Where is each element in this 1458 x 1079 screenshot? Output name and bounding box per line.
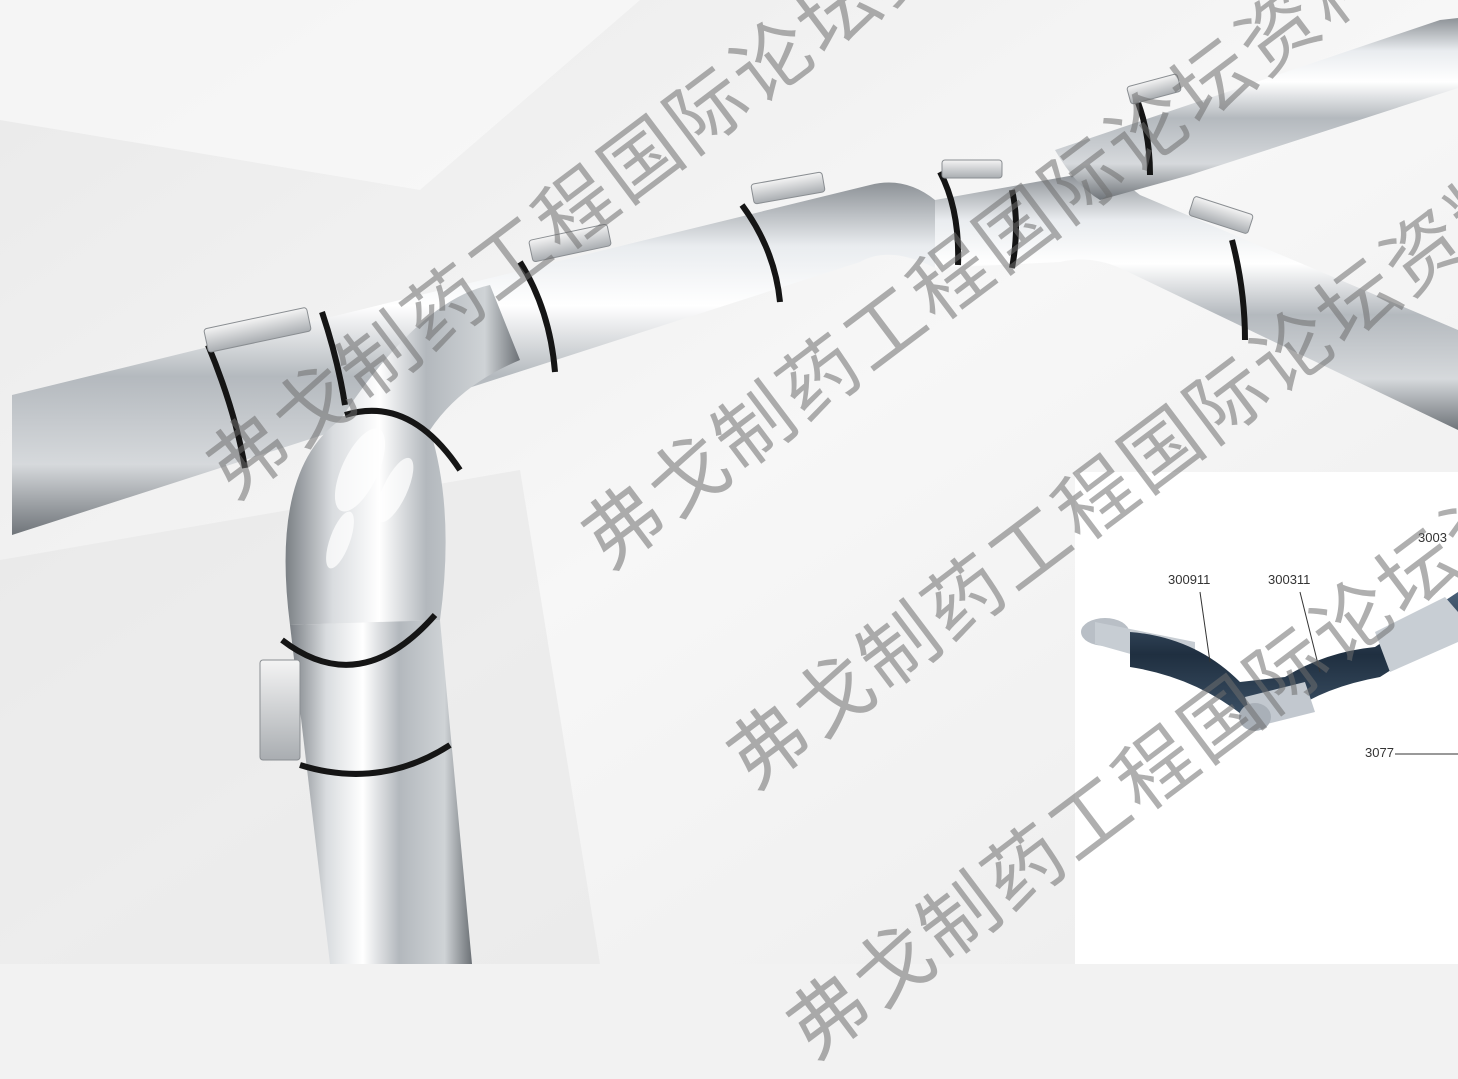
- clamp-block: [1126, 73, 1182, 105]
- clamp-block: [750, 171, 826, 205]
- background-facet: [0, 0, 640, 190]
- inset-pipe: [1375, 597, 1458, 672]
- upper-right-branch: [1055, 18, 1458, 200]
- inset-dark-pipe: [1130, 592, 1458, 717]
- clamp-ring: [1229, 239, 1248, 341]
- inset-illustration: [1081, 591, 1458, 755]
- clamp-block: [259, 659, 301, 761]
- inset-pipe-end: [1239, 703, 1271, 731]
- clamp-ring: [739, 203, 783, 303]
- clamp-ring: [517, 260, 558, 373]
- main-pipe-right: [935, 174, 1458, 430]
- clamp-block: [203, 307, 312, 353]
- callout-line: [1299, 591, 1321, 673]
- clamp-ring: [299, 742, 452, 777]
- clamp-block: [1188, 196, 1254, 234]
- clamp-block: [528, 223, 612, 263]
- part-label: 300911: [1168, 572, 1211, 587]
- clamp-blocks: [203, 73, 1254, 761]
- clamp-ring: [937, 170, 962, 266]
- part-label: 300311: [1268, 572, 1311, 587]
- callout-line: [1199, 591, 1211, 663]
- part-label: 3003: [1418, 530, 1447, 545]
- clamp-block: [941, 159, 1003, 179]
- clamp-ring: [319, 311, 348, 406]
- vertical-drop-pipe: [290, 620, 472, 964]
- reflections: [326, 428, 414, 569]
- clamp-ring: [205, 343, 248, 469]
- clamp-ring: [344, 407, 463, 472]
- part-label: 3077: [1365, 745, 1394, 760]
- clamp-ring: [280, 613, 438, 668]
- clamp-rings: [205, 93, 1248, 777]
- inset-product-image: 300911 300311 3003 3077: [1075, 472, 1458, 964]
- clamp-ring: [1009, 189, 1019, 269]
